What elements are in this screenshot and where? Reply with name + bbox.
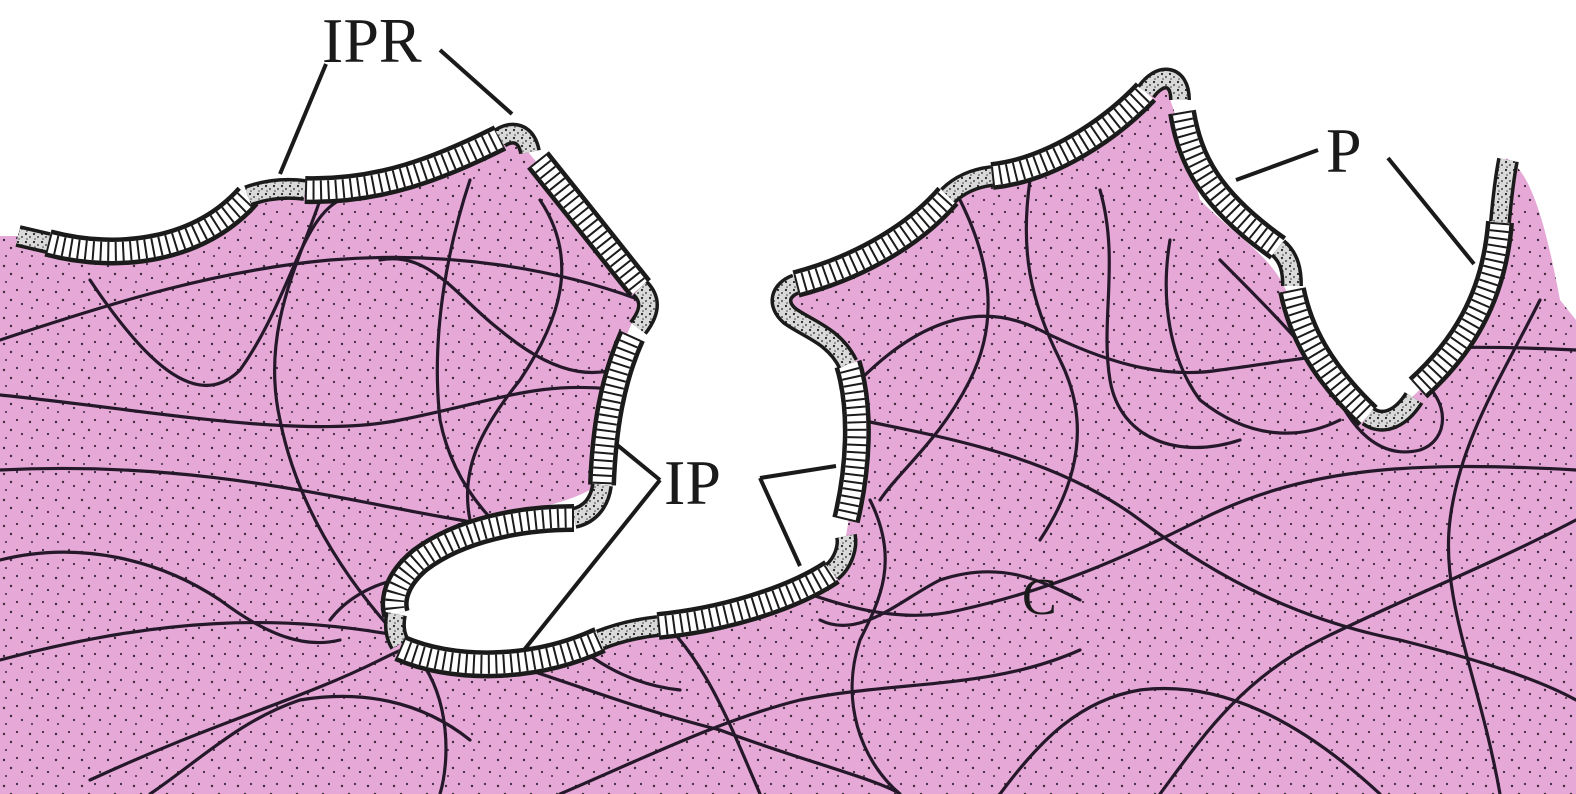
- ipr-leader-right: [440, 50, 512, 114]
- ip-leader-right-lower: [760, 478, 800, 566]
- ip-leader-upper-left: [616, 444, 660, 480]
- ip-leader-right-upper: [760, 466, 836, 478]
- p-leader-left: [1236, 150, 1318, 180]
- label-p: P: [1326, 115, 1362, 186]
- p-leader-right: [1388, 158, 1474, 264]
- label-c: C: [1022, 569, 1057, 626]
- label-ip: IP: [664, 447, 721, 518]
- label-ipr: IPR: [322, 5, 422, 76]
- ipr-leader-left: [280, 64, 326, 174]
